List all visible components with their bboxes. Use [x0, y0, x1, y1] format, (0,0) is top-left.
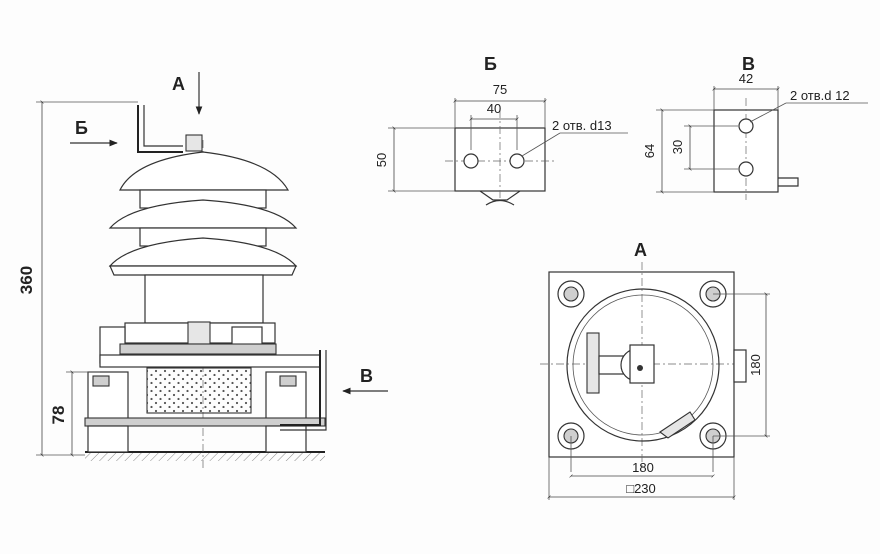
dim-78: 78: [49, 406, 68, 425]
view-a-terminal-plate: [586, 332, 600, 394]
view-v-hole-top: [738, 118, 754, 134]
view-v-holes-note: 2 отв.d 12: [790, 88, 850, 103]
dim-230: □230: [626, 481, 656, 496]
top-bracket: [137, 105, 183, 153]
top-terminal: [185, 134, 203, 152]
dim-75: 75: [493, 82, 507, 97]
dim-180-h: 180: [632, 460, 654, 475]
dim-40: 40: [487, 101, 501, 116]
view-b: Б 75 40 50 2 отв. d13: [374, 54, 628, 206]
view-b-hole-left: [463, 153, 479, 169]
side-bracket: [280, 350, 321, 426]
mounting-plate: [119, 343, 277, 355]
view-arrow-b-label: Б: [75, 118, 88, 138]
main-side-view: А Б В 360 78: [17, 72, 388, 470]
view-v-title: В: [742, 54, 755, 74]
insulator-shed-3: [108, 237, 298, 267]
view-a-side-tab: [733, 349, 747, 383]
dim-64: 64: [642, 144, 657, 158]
insulator-shed-2: [108, 199, 298, 229]
view-v: В 42 64 30 2 отв.d 12: [642, 54, 868, 200]
dim-360: 360: [17, 266, 36, 294]
dim-42: 42: [739, 71, 753, 86]
view-arrow-v-label: В: [360, 366, 373, 386]
core-block: [146, 367, 252, 414]
insulator-shed-1: [119, 151, 290, 191]
view-v-hole-bottom: [738, 161, 754, 177]
view-a-bolt-tl: [557, 280, 585, 308]
base-plate: [84, 417, 326, 427]
view-b-title: Б: [484, 54, 497, 74]
ground-hatch: [85, 453, 325, 461]
dim-30: 30: [670, 140, 685, 154]
view-b-holes-note: 2 отв. d13: [552, 118, 612, 133]
dim-50: 50: [374, 153, 389, 167]
view-a: А: [540, 240, 770, 500]
view-arrow-a-label: А: [172, 74, 185, 94]
view-b-hole-right: [509, 153, 525, 169]
dim-180-v: 180: [748, 354, 763, 376]
view-a-flange-outer: [566, 288, 720, 442]
view-a-title: А: [634, 240, 647, 260]
transformer-body: [144, 274, 264, 324]
